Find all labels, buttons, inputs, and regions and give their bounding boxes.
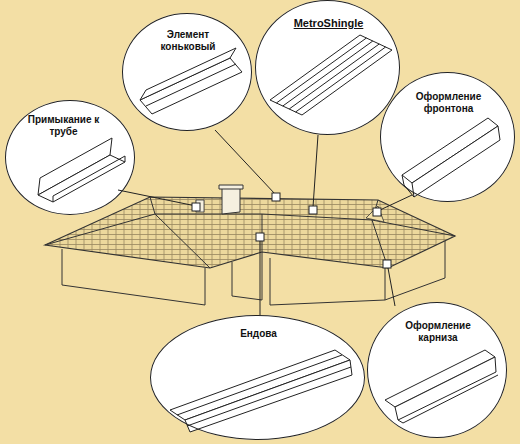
leader-line	[118, 190, 196, 206]
shingle-panel	[270, 35, 392, 115]
ridge-callout: Элемент коньковый	[122, 13, 252, 131]
part-face	[412, 126, 500, 197]
roof-ridges	[45, 197, 455, 268]
part-line	[402, 175, 414, 197]
chimney-cap	[219, 185, 243, 189]
part-face	[185, 360, 352, 432]
marker	[272, 193, 280, 201]
ground	[150, 315, 365, 440]
ground	[122, 13, 252, 131]
marker-squares	[192, 193, 391, 268]
part-label: Оформление карниза	[393, 320, 483, 344]
part-line	[276, 38, 385, 112]
part-label: Ендова	[221, 328, 296, 340]
valley-channel	[170, 350, 352, 432]
marker	[309, 206, 317, 214]
leader-lines	[118, 130, 412, 315]
marker	[383, 260, 391, 268]
leader-line	[313, 135, 318, 207]
part-line	[177, 355, 351, 426]
valley-callout: Ендова	[150, 315, 365, 440]
leader-line	[380, 195, 412, 210]
gable-callout: Оформление фронтона	[380, 72, 515, 202]
leader-line	[215, 130, 275, 194]
ground	[380, 72, 515, 202]
eave-trim	[385, 350, 498, 423]
ridge-element	[140, 48, 242, 114]
leader-line	[388, 268, 395, 306]
shingle-callout: MetroShingle	[255, 0, 400, 135]
roof-shingles	[45, 197, 455, 268]
part-line	[146, 64, 236, 106]
part-face	[395, 357, 496, 420]
part-label: Оформление фронтона	[406, 91, 491, 115]
part-face	[270, 35, 392, 115]
part-label: MetroShingle	[286, 17, 371, 30]
chimney	[222, 188, 240, 214]
callout-grounds	[5, 0, 515, 440]
part-label: Примыкание к трубе	[26, 114, 101, 138]
right-ridge	[262, 200, 455, 268]
gable-trim	[402, 118, 500, 197]
part-face	[38, 155, 125, 202]
part-line	[398, 375, 498, 423]
wall-inner	[232, 262, 262, 300]
leader-line	[260, 241, 261, 315]
wall-corner	[262, 252, 263, 300]
gable	[366, 206, 384, 222]
part-label: Элемент коньковый	[153, 29, 223, 53]
ground	[5, 100, 135, 215]
marker	[192, 203, 200, 211]
ground	[367, 302, 507, 438]
marker	[256, 233, 264, 241]
chimney-flashing	[38, 138, 125, 202]
flashing-callout: Примыкание к трубе	[5, 100, 135, 215]
ridge	[155, 214, 262, 215]
part-line	[53, 156, 125, 202]
marker	[373, 208, 381, 216]
part-face	[140, 48, 236, 100]
eave-callout: Оформление карниза	[367, 302, 507, 438]
roof-fill	[45, 197, 455, 268]
ground	[255, 0, 400, 135]
